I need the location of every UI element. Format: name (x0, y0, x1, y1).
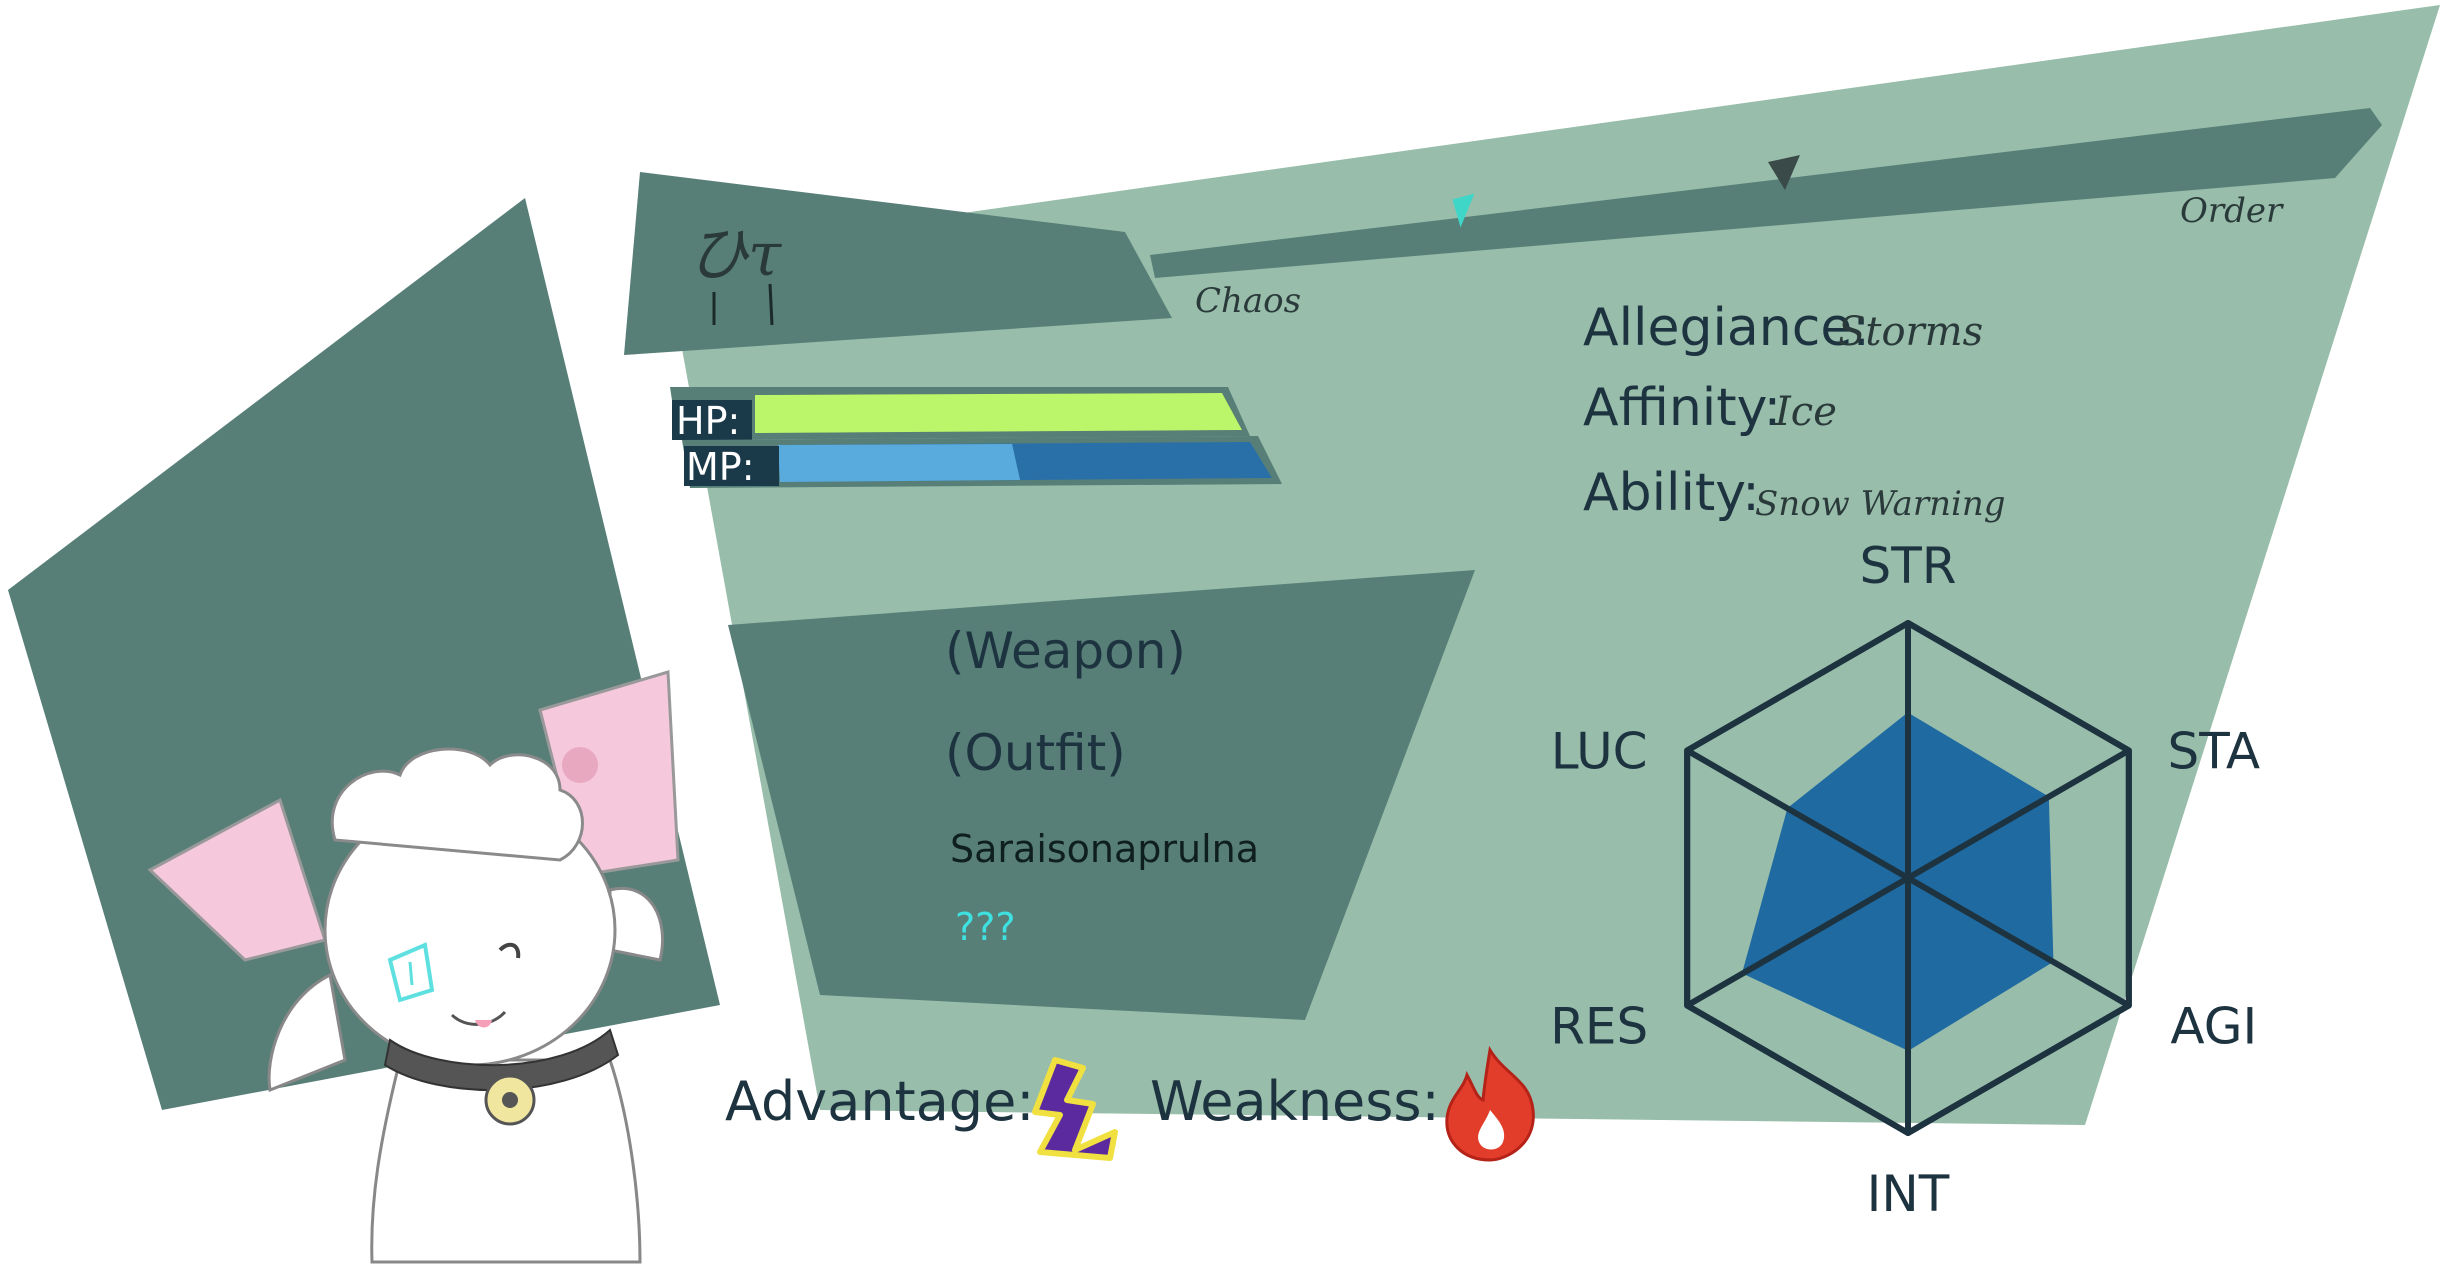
item-slot: Saraisonaprulna (950, 827, 1259, 871)
radar-spoke (1906, 875, 2131, 1009)
collar (383, 1028, 620, 1092)
weapon-slot: (Weapon) (945, 622, 1186, 680)
stats-text: Allegiance: Storms Affinity: Ice Ability… (1583, 298, 2006, 524)
equipment-panel (728, 570, 1475, 1020)
hp-label-box (672, 400, 752, 440)
ability-value: Snow Warning (1755, 484, 2006, 524)
radar-label-res: RES (1550, 998, 1648, 1056)
radar-label-str: STR (1859, 537, 1956, 595)
ability-label: Ability: (1583, 463, 1760, 523)
name-glyph-mark (768, 283, 774, 326)
ear-spot (562, 747, 598, 783)
allegiance-value: Storms (1838, 309, 1983, 355)
advantage-label: Advantage: (725, 1070, 1035, 1133)
mp-bar: MP: (682, 436, 1282, 489)
unknown-slot: ??? (955, 905, 1016, 949)
hair-tuft (330, 747, 584, 862)
radar-label-sta: STA (2168, 723, 2261, 781)
mp-bar-fill (778, 444, 1021, 482)
hp-label: HP: (676, 399, 740, 443)
radar-spoke (1906, 747, 2131, 881)
eye-marking (387, 942, 435, 1003)
name-plate (624, 172, 1172, 355)
radar-outer-ring-top (1684, 620, 2132, 1136)
outfit-slot: (Outfit) (945, 724, 1126, 782)
affinity-value: Ice (1774, 389, 1837, 435)
lightning-icon (1032, 1057, 1118, 1161)
radar-label-int: INT (1867, 1165, 1950, 1223)
hp-bar-fill (755, 393, 1242, 433)
name-glyph: ひτ (688, 220, 782, 290)
collar-bell-center (502, 1092, 518, 1108)
right-wing (608, 887, 665, 962)
alignment-left-label: Chaos (1195, 281, 1301, 321)
alignment-track (1150, 108, 2382, 278)
stat-radar-chart: STR STA AGI INT RES LUC (1550, 537, 2260, 1223)
mp-label-box (684, 446, 779, 486)
fire-icon (1445, 1045, 1535, 1162)
character-portrait (147, 670, 680, 1264)
eye-marking-line (408, 961, 414, 986)
weakness-label: Weakness: (1150, 1070, 1440, 1133)
left-wing (267, 972, 347, 1093)
body (370, 1058, 642, 1264)
radar-label-agi: AGI (2170, 998, 2257, 1056)
hp-bar: HP: (670, 387, 1250, 443)
allegiance-label: Allegiance: (1583, 298, 1870, 358)
alignment-marker (1452, 193, 1475, 228)
alignment-midpoint-marker (1768, 155, 1800, 190)
mp-label: MP: (686, 445, 755, 489)
radar-label-luc: LUC (1551, 723, 1648, 781)
tongue (475, 1020, 492, 1028)
right-eye (498, 942, 521, 959)
alignment-right-label: Order (2180, 191, 2284, 231)
radar-spoke (1685, 747, 1910, 881)
radar-spoke (1685, 875, 1910, 1009)
affinity-label: Affinity: (1583, 378, 1781, 438)
